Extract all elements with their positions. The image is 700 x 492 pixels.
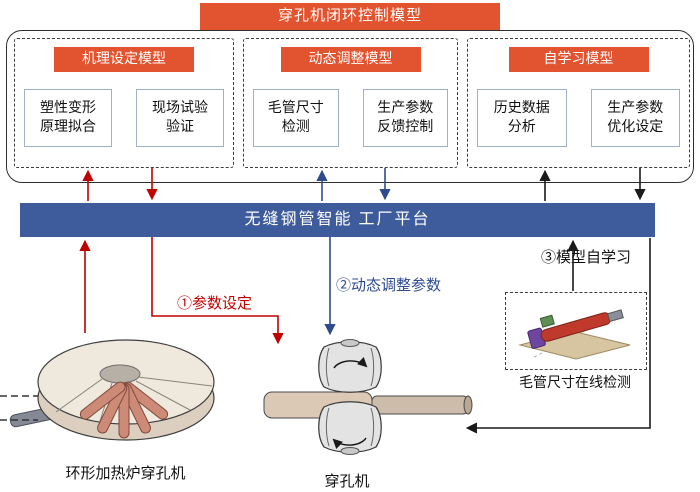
box-line1: 生产参数 (377, 101, 434, 116)
box-line1: 生产参数 (607, 101, 664, 116)
smart-factory-platform-bar: 无缝钢管智能 工厂平台 (20, 203, 655, 237)
title-banner: 穿孔机闭环控制模型 (200, 3, 500, 30)
group-self-learning-model: 自学习模型 历史数据 分析 生产参数 优化设定 (467, 38, 690, 168)
group-boxes: 毛管尺寸 检测 生产参数 反馈控制 (253, 89, 448, 147)
box-shell-size-detection: 毛管尺寸 检测 (253, 89, 339, 147)
group-header: 自学习模型 (508, 47, 649, 72)
gauge-illustration (518, 309, 631, 360)
gauge-caption: 毛管尺寸在线检测 (519, 376, 631, 391)
box-field-test-verification: 现场试验 验证 (136, 89, 224, 147)
box-plastic-deformation-fitting: 塑性变形 原理拟合 (24, 89, 112, 147)
furnace-billets (79, 381, 169, 439)
piercer-illustration (263, 339, 473, 455)
gauge-tip (606, 309, 624, 323)
gauge-green-module (539, 314, 555, 328)
box-param-feedback-control: 生产参数 反馈控制 (362, 89, 448, 147)
box-param-optimize-setting: 生产参数 优化设定 (590, 89, 680, 147)
bottom-roller-rotation-arrow (332, 437, 367, 449)
box-line2: 优化设定 (607, 120, 664, 135)
group-header: 动态调整模型 (280, 47, 421, 72)
furnace-caption: 环形加热炉穿孔机 (65, 466, 186, 482)
group-boxes: 塑性变形 原理拟合 现场试验 验证 (24, 89, 224, 147)
box-line1: 现场试验 (152, 101, 208, 116)
box-history-data-analysis: 历史数据 分析 (477, 89, 567, 147)
group-header: 机理设定模型 (54, 47, 194, 72)
pierced-shell-pipe (371, 395, 469, 415)
gauge-dashed-box (505, 292, 647, 370)
group-dynamic-adjust-model: 动态调整模型 毛管尺寸 检测 生产参数 反馈控制 (243, 38, 458, 168)
bottom-roller (318, 401, 382, 455)
flow-label-self-learning: ③模型自学习 (541, 250, 632, 266)
furnace-center-hole (99, 364, 141, 384)
box-line1: 毛管尺寸 (267, 101, 324, 116)
group-boxes: 历史数据 分析 生产参数 优化设定 (477, 89, 680, 147)
models-frame (6, 30, 694, 183)
top-roller-rotation-arrow (333, 357, 368, 369)
top-roller (318, 339, 382, 393)
box-line1: 历史数据 (493, 101, 550, 116)
box-line2: 原理拟合 (40, 120, 96, 135)
box-line2: 反馈控制 (377, 120, 434, 135)
pipe-end-cap (463, 395, 473, 415)
flow-label-param-setting: ①参数设定 (177, 296, 253, 312)
flow-label-dynamic-adjust: ②动态调整参数 (336, 278, 442, 294)
furnace-illustration (9, 339, 215, 441)
box-line2: 检测 (281, 120, 310, 135)
box-line2: 验证 (166, 120, 194, 135)
piercer-caption: 穿孔机 (324, 474, 370, 490)
box-line2: 分析 (507, 120, 536, 135)
group-mechanism-model: 机理设定模型 塑性变形 原理拟合 现场试验 验证 (14, 38, 234, 168)
box-line1: 塑性变形 (40, 101, 96, 116)
